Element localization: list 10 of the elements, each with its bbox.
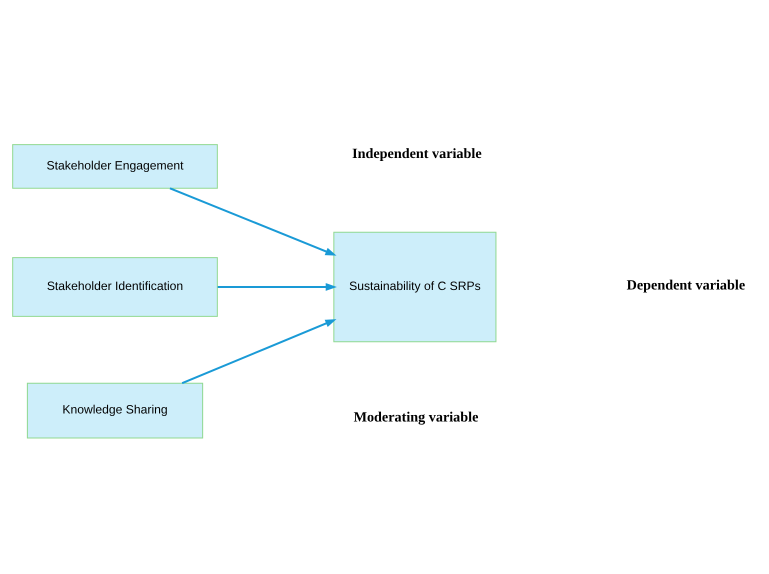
label: Independent variable <box>352 146 482 162</box>
node-box: Knowledge Sharing <box>26 382 204 438</box>
node-box: Sustainability of C SRPs <box>333 231 496 342</box>
node-box: Stakeholder Engagement <box>12 144 218 188</box>
node-box: Stakeholder Identification <box>12 256 218 316</box>
label: Moderating variable <box>354 408 478 425</box>
arrow <box>170 186 337 256</box>
label: Dependent variable <box>626 277 746 294</box>
arrow <box>182 318 336 384</box>
arrow <box>218 282 337 290</box>
